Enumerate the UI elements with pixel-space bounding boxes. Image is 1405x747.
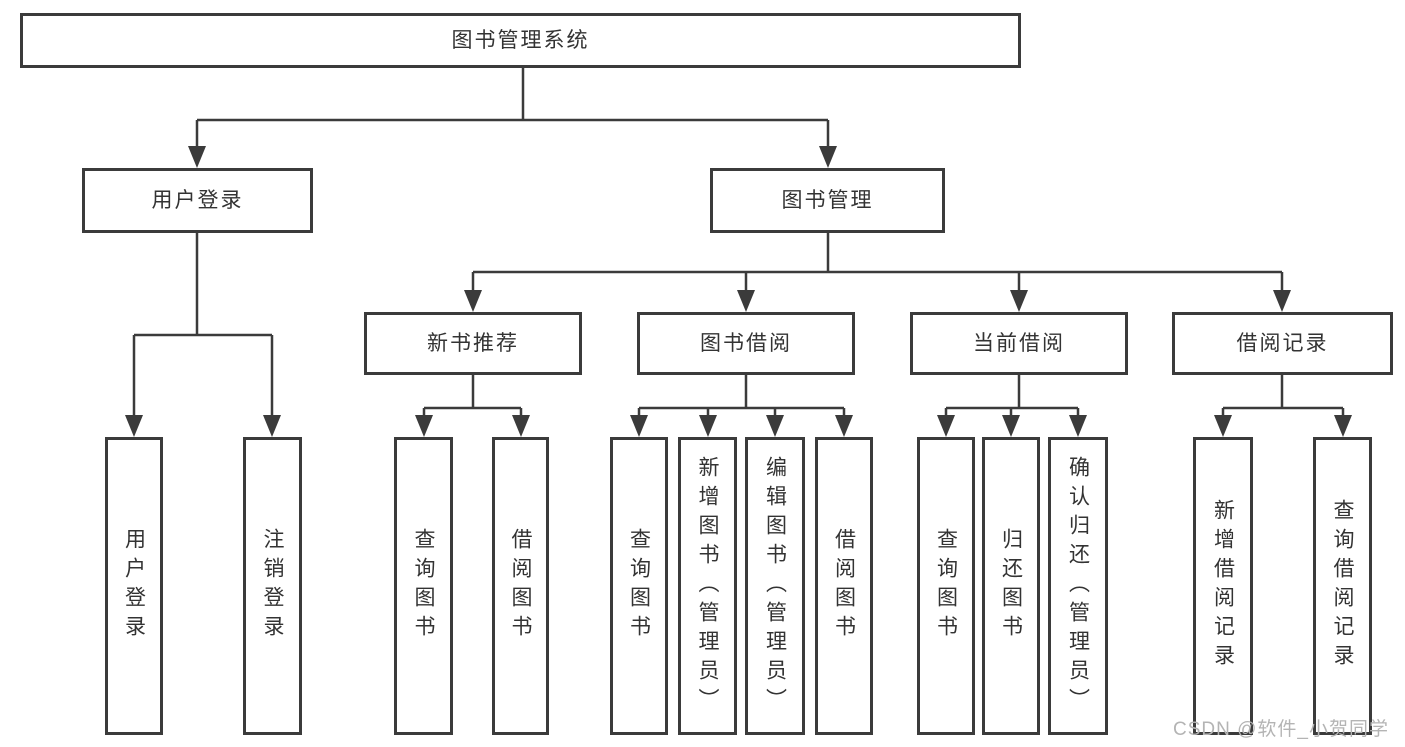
node-label: 借阅记录 (1236, 331, 1329, 355)
leaf-label: 借阅图书 (509, 528, 532, 644)
leaf-label: 编辑图书（管理员） (763, 455, 787, 717)
leaf-logout: 注销登录 (243, 437, 302, 735)
node-label: 图书管理系统 (451, 28, 590, 52)
leaf-label: 查询借阅记录 (1331, 499, 1354, 673)
node-current-borrowing: 当前借阅 (910, 312, 1128, 375)
csdn-watermark: CSDN @软件_小贺同学 (1173, 719, 1389, 740)
leaf-label: 确认归还（管理员） (1066, 455, 1090, 717)
node-label: 用户登录 (151, 188, 244, 212)
node-borrowing-records: 借阅记录 (1172, 312, 1393, 375)
leaf-label: 新增借阅记录 (1211, 499, 1235, 673)
leaf-borrow-books-borrowing: 借阅图书 (815, 437, 873, 735)
node-label: 图书借阅 (700, 331, 792, 355)
node-new-book-recommend: 新书推荐 (364, 312, 582, 375)
arrowheads (125, 146, 1352, 437)
leaf-add-books-admin: 新增图书（管理员） (678, 437, 737, 735)
node-label: 当前借阅 (973, 331, 1065, 355)
leaf-user-login: 用户登录 (105, 437, 163, 735)
leaf-label: 用户登录 (122, 528, 146, 644)
leaf-confirm-return-admin: 确认归还（管理员） (1048, 437, 1108, 735)
leaf-label: 新增图书（管理员） (696, 455, 719, 717)
leaf-label: 借阅图书 (832, 528, 856, 644)
leaf-label: 查询图书 (627, 528, 651, 644)
node-library-management-system: 图书管理系统 (20, 13, 1021, 68)
node-user-login: 用户登录 (82, 168, 313, 233)
connector-strokes (132, 68, 1345, 419)
leaf-query-borrow-record: 查询借阅记录 (1313, 437, 1372, 735)
node-book-management: 图书管理 (710, 168, 945, 233)
leaf-query-books-current: 查询图书 (917, 437, 975, 735)
leaf-query-books-borrowing: 查询图书 (610, 437, 668, 735)
leaf-add-borrow-record: 新增借阅记录 (1193, 437, 1253, 735)
node-label: 图书管理 (781, 188, 874, 212)
leaf-label: 查询图书 (934, 528, 958, 644)
node-label: 新书推荐 (427, 331, 519, 355)
node-book-borrowing: 图书借阅 (637, 312, 855, 375)
leaf-return-books: 归还图书 (982, 437, 1040, 735)
leaf-label: 注销登录 (261, 528, 284, 644)
leaf-label: 查询图书 (412, 528, 435, 644)
leaf-borrow-books-recommend: 借阅图书 (492, 437, 549, 735)
leaf-label: 归还图书 (999, 528, 1023, 644)
leaf-edit-books-admin: 编辑图书（管理员） (745, 437, 805, 735)
leaf-query-books-recommend: 查询图书 (394, 437, 453, 735)
